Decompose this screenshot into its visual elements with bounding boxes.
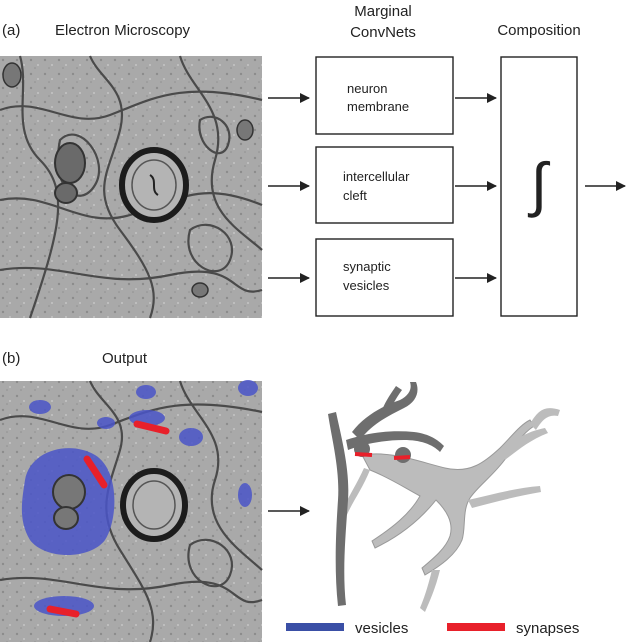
output-image [0, 380, 263, 642]
convnet-box-vesicles-line2: vesicles [343, 278, 390, 293]
legend: vesicles synapses [286, 620, 579, 637]
convnet-box-membrane-line1: neuron [347, 81, 387, 96]
convnet-box-vesicles-line1: synaptic [343, 259, 391, 274]
convnet-box-cleft-line2: cleft [343, 188, 367, 203]
legend-swatch-vesicles [286, 623, 344, 631]
convnets-title-line2: ConvNets [350, 24, 416, 41]
output-title: Output [102, 350, 148, 367]
em-input-image [0, 55, 263, 319]
composition-title: Composition [497, 22, 580, 39]
panel-a-tag: (a) [2, 22, 20, 39]
convnet-box-membrane-line2: membrane [347, 99, 409, 114]
legend-label-vesicles: vesicles [355, 620, 408, 637]
input-title: Electron Microscopy [55, 22, 191, 39]
legend-label-synapses: synapses [516, 620, 579, 637]
convnet-box-cleft [315, 146, 454, 224]
convnet-box-cleft-line1: intercellular [343, 169, 410, 184]
legend-swatch-synapses [447, 623, 505, 631]
convnet-box-vesicles [315, 238, 454, 317]
convnet-box-membrane [315, 56, 454, 135]
integral-symbol: ∫ [528, 151, 551, 218]
convnets-title-line1: Marginal [354, 3, 412, 20]
composition-box [500, 56, 578, 317]
neuron-reconstruction [328, 382, 560, 612]
panel-b-tag: (b) [2, 350, 20, 367]
